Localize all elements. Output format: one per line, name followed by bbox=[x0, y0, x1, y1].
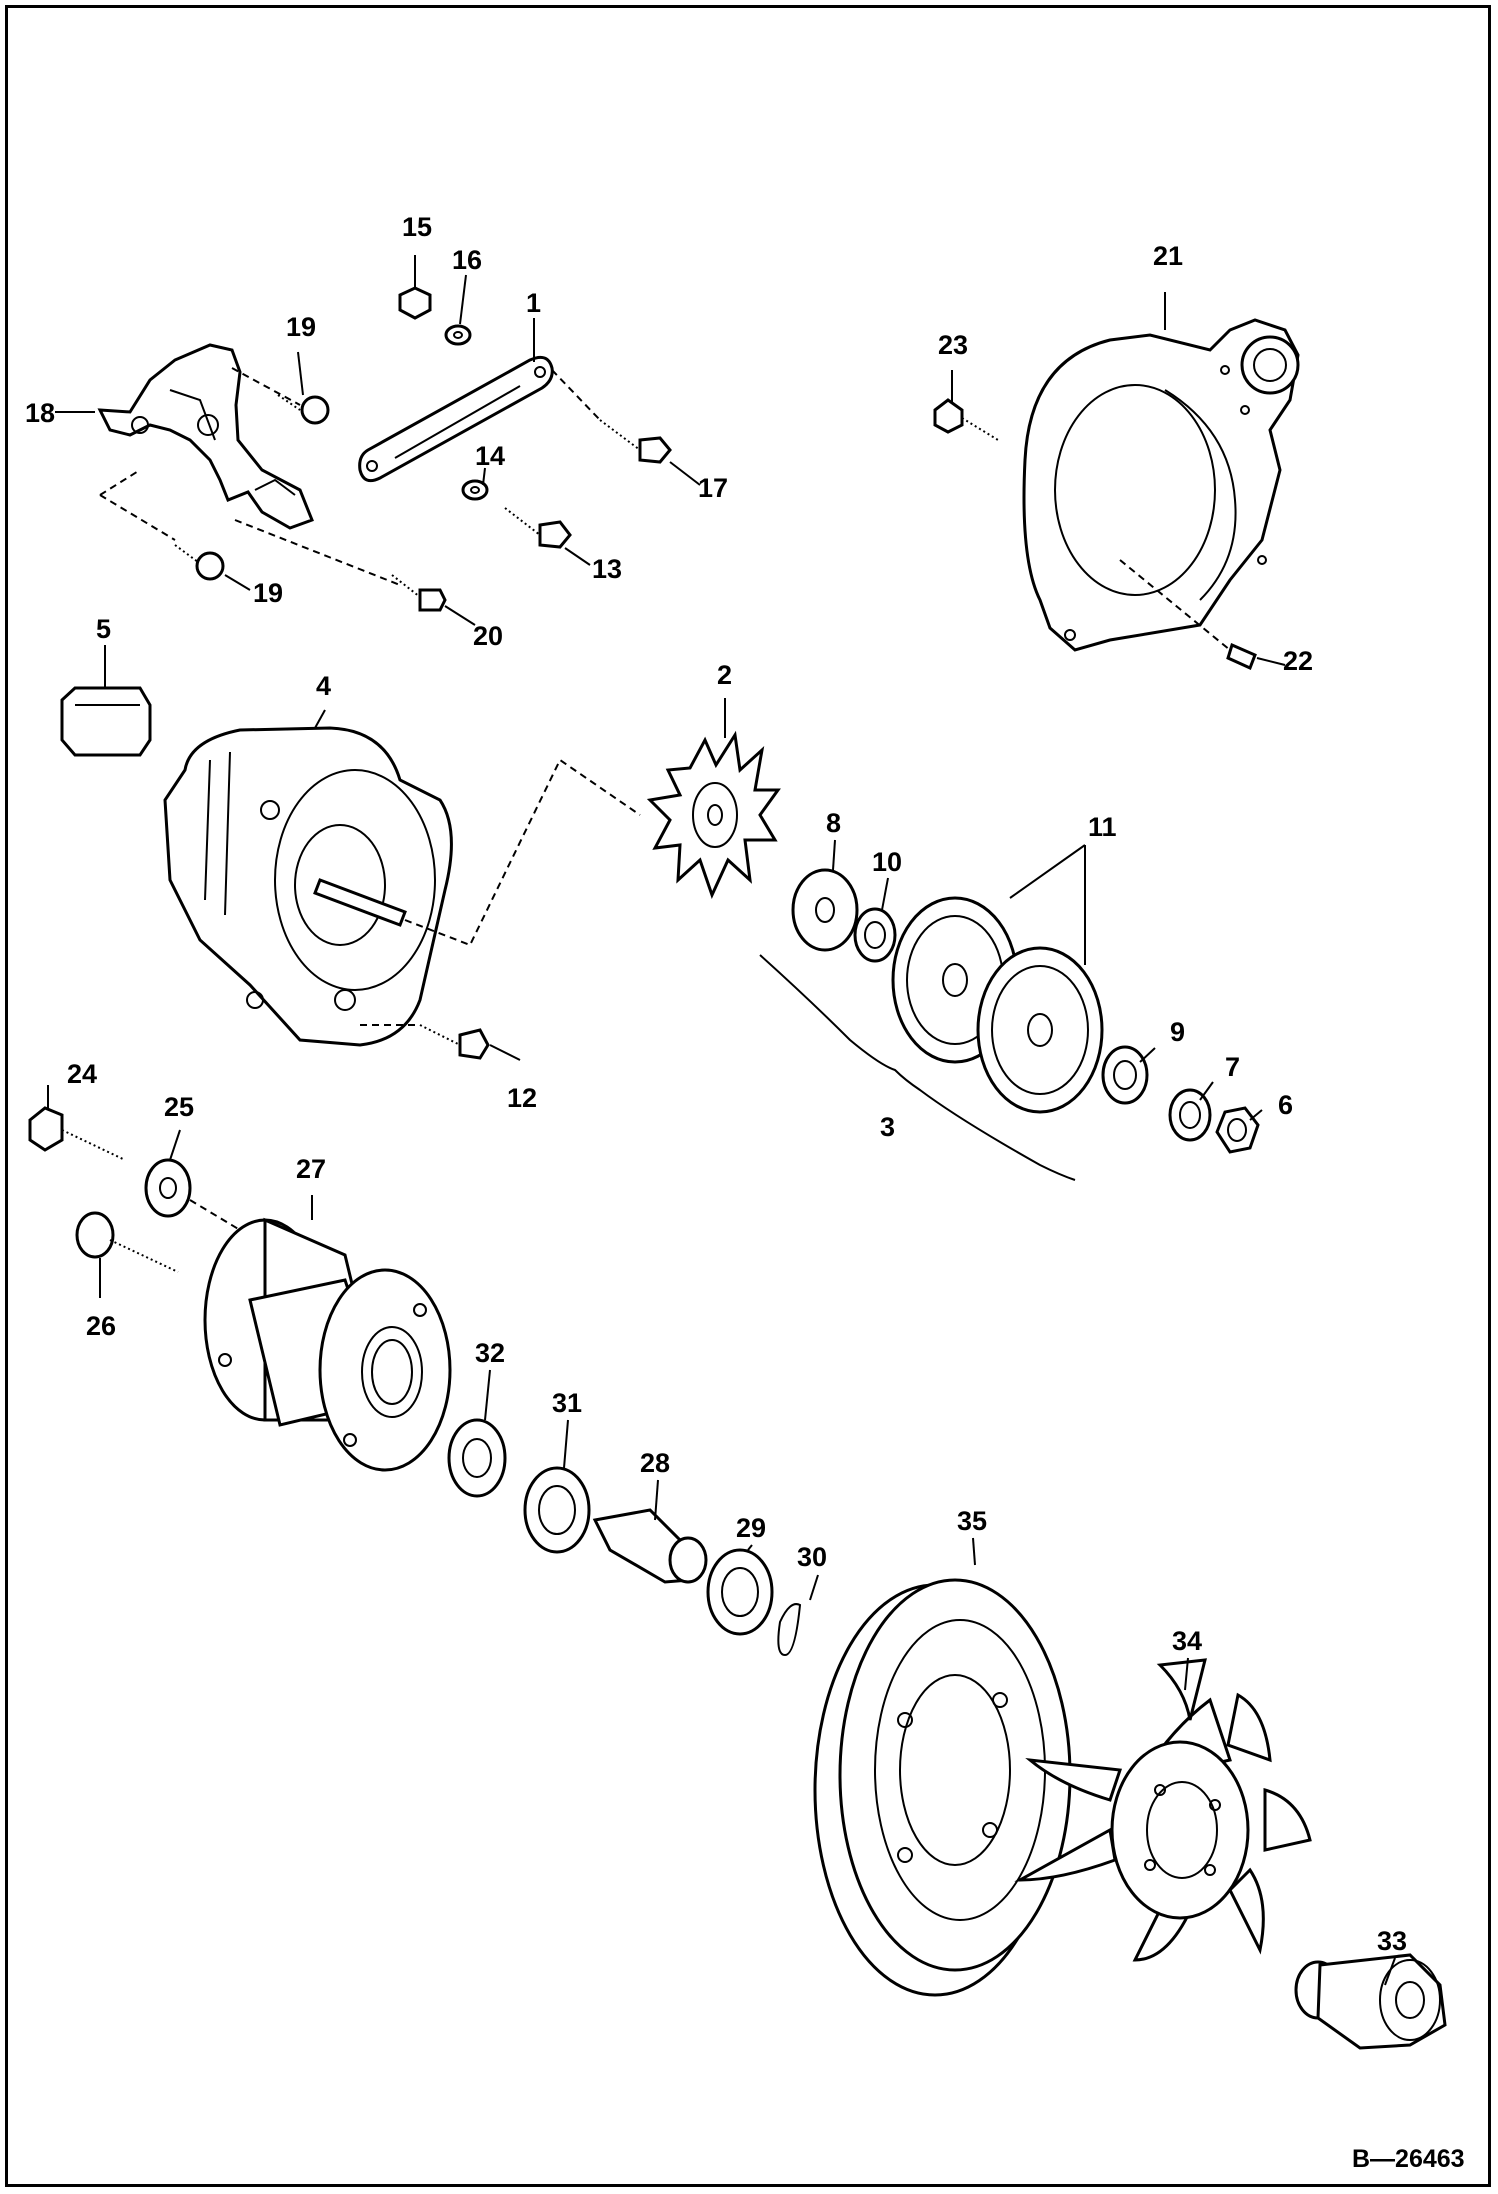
callout-18: 18 bbox=[25, 398, 55, 428]
bolt-17 bbox=[599, 419, 672, 464]
callout-2: 2 bbox=[717, 660, 732, 690]
bolt-24 bbox=[28, 1106, 126, 1161]
callout-7: 7 bbox=[1225, 1052, 1240, 1082]
hex-nut-15 bbox=[398, 286, 432, 320]
callout-34: 34 bbox=[1172, 1626, 1202, 1656]
callout-3: 3 bbox=[880, 1112, 895, 1142]
callout-1: 1 bbox=[526, 288, 541, 318]
callout-26: 26 bbox=[86, 1311, 116, 1341]
callout-12: 12 bbox=[507, 1083, 537, 1113]
callout-5: 5 bbox=[96, 614, 111, 644]
washer-8 bbox=[791, 868, 859, 952]
callout-24: 24 bbox=[67, 1059, 97, 1089]
bracket-leader-dashes bbox=[99, 367, 401, 586]
callout-10: 10 bbox=[872, 847, 902, 877]
callout-19-bottom: 19 bbox=[253, 578, 283, 608]
bracket-bolt-top bbox=[277, 394, 330, 425]
callout-25: 25 bbox=[164, 1092, 194, 1122]
alternator-body bbox=[163, 726, 453, 1047]
drive-gear-33 bbox=[1294, 1953, 1447, 2050]
nut-6 bbox=[1215, 1106, 1260, 1154]
callout-30: 30 bbox=[797, 1542, 827, 1572]
callout-16: 16 bbox=[452, 245, 482, 275]
callout-22: 22 bbox=[1283, 646, 1313, 676]
callout-20: 20 bbox=[473, 621, 503, 651]
callout-9: 9 bbox=[1170, 1017, 1185, 1047]
washer-25 bbox=[144, 1158, 192, 1218]
dowel-pin-22 bbox=[1226, 642, 1257, 671]
callout-31: 31 bbox=[552, 1388, 582, 1418]
callout-21: 21 bbox=[1153, 241, 1183, 271]
hub-27 bbox=[203, 1217, 452, 1472]
callout-15: 15 bbox=[402, 212, 432, 242]
bearing-29 bbox=[706, 1548, 774, 1636]
callout-14: 14 bbox=[475, 441, 505, 471]
bearing-31 bbox=[523, 1466, 591, 1554]
callout-8: 8 bbox=[826, 808, 841, 838]
callout-23: 23 bbox=[938, 330, 968, 360]
lock-washer-7 bbox=[1168, 1088, 1212, 1142]
spacer-9 bbox=[1101, 1045, 1149, 1105]
drive-pulley-35 bbox=[813, 1578, 1072, 1997]
adjusting-strap bbox=[358, 355, 554, 483]
drawing-border bbox=[5, 5, 1491, 2187]
callout-19-top: 19 bbox=[286, 312, 316, 342]
bracket-bolt-20 bbox=[391, 574, 447, 612]
callout-13: 13 bbox=[592, 554, 622, 584]
strap-dash-line bbox=[551, 369, 601, 421]
housing-bolt-23 bbox=[933, 398, 999, 441]
regulator-5 bbox=[60, 686, 152, 757]
seal-32 bbox=[447, 1418, 507, 1498]
shaft-28 bbox=[592, 1508, 708, 1584]
bolt-13 bbox=[504, 507, 572, 549]
spacer-10 bbox=[853, 907, 897, 963]
snap-ring-30 bbox=[777, 1603, 802, 1657]
shaft-dash-line bbox=[360, 758, 641, 1026]
leader-lines bbox=[47, 255, 1396, 1986]
callout-29: 29 bbox=[736, 1513, 766, 1543]
lock-washer-14 bbox=[461, 479, 489, 501]
drawing-reference: B—26463 bbox=[1352, 2145, 1465, 2173]
mounting-bracket bbox=[97, 343, 314, 530]
stud-26 bbox=[75, 1211, 179, 1273]
callout-32: 32 bbox=[475, 1338, 505, 1368]
pulley-half-inner bbox=[976, 946, 1104, 1114]
callout-6: 6 bbox=[1278, 1090, 1293, 1120]
cooling-fan-34 bbox=[1014, 1658, 1312, 1962]
alternator-bolt-12 bbox=[419, 1024, 490, 1060]
bracket-bolt-bottom bbox=[174, 544, 225, 581]
callout-17: 17 bbox=[698, 473, 728, 503]
callout-11: 11 bbox=[1088, 812, 1117, 842]
callout-4: 4 bbox=[316, 671, 331, 701]
callout-35: 35 bbox=[957, 1506, 987, 1536]
callout-28: 28 bbox=[640, 1448, 670, 1478]
lock-washer-16 bbox=[444, 324, 472, 346]
group-bracket-3 bbox=[759, 954, 1076, 1181]
callout-27: 27 bbox=[296, 1154, 326, 1184]
callout-33: 33 bbox=[1377, 1926, 1407, 1956]
fan-2 bbox=[646, 730, 781, 900]
flywheel-housing bbox=[1022, 318, 1300, 652]
